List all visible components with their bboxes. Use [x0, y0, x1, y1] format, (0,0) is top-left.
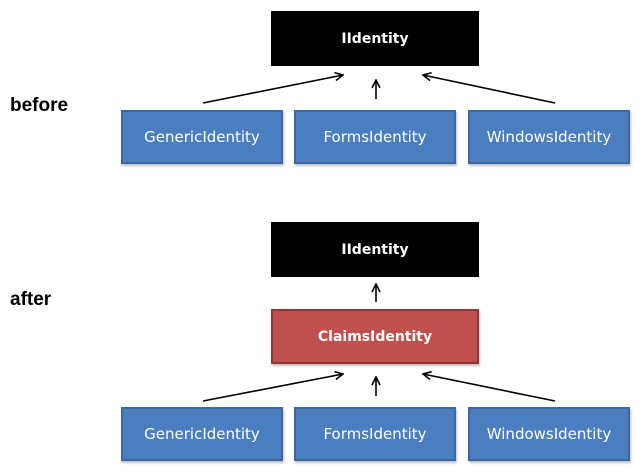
after-arrow-right: [423, 374, 556, 402]
before-arrow-right: [423, 75, 556, 104]
before-formsidentity-box: FormsIdentity: [294, 110, 456, 164]
after-arrow-left: [202, 374, 343, 402]
before-label: before: [10, 95, 69, 116]
after-formsidentity-box: FormsIdentity: [294, 407, 456, 461]
after-iidentity-box: IIdentity: [271, 222, 479, 277]
after-genericidentity-box: GenericIdentity: [121, 407, 283, 461]
before-windowsidentity-box: WindowsIdentity: [468, 110, 630, 164]
after-windowsidentity-box: WindowsIdentity: [468, 407, 630, 461]
after-claimsidentity-box: ClaimsIdentity: [271, 309, 479, 364]
before-arrow-left: [202, 75, 343, 104]
before-genericidentity-box: GenericIdentity: [121, 110, 283, 164]
before-iidentity-box: IIdentity: [271, 11, 479, 66]
after-label: after: [10, 289, 52, 310]
